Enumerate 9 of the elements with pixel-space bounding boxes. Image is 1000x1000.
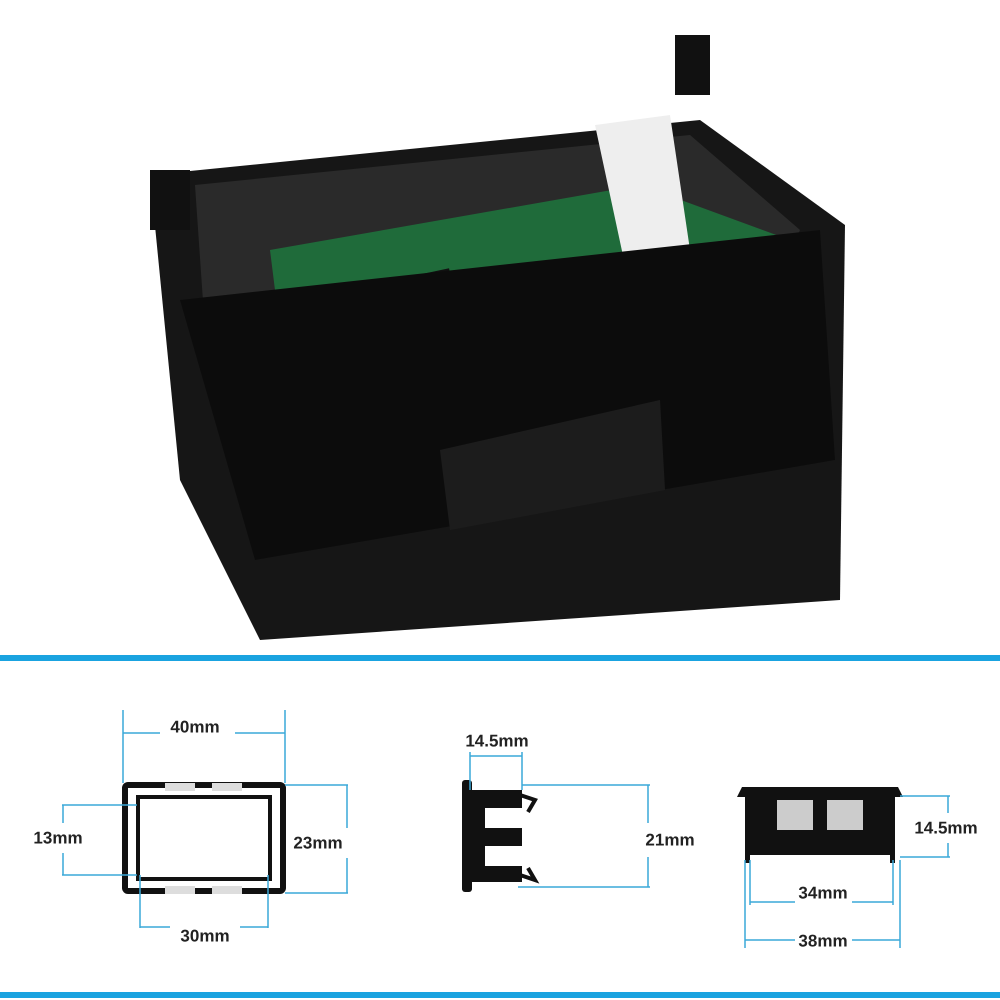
dimension-label: 21mm [645, 832, 695, 848]
dimension-label: 23mm [293, 834, 343, 852]
dimension-label: 34mm [798, 884, 848, 902]
dimension-label: 30mm [180, 928, 230, 944]
dimension-label: 40mm [170, 718, 220, 736]
dimension-label: 14.5mm [914, 820, 978, 836]
dimension-label: 38mm [798, 932, 848, 950]
dimension-label: 13mm [33, 830, 83, 846]
dimension-label: 14.5mm [465, 732, 529, 750]
